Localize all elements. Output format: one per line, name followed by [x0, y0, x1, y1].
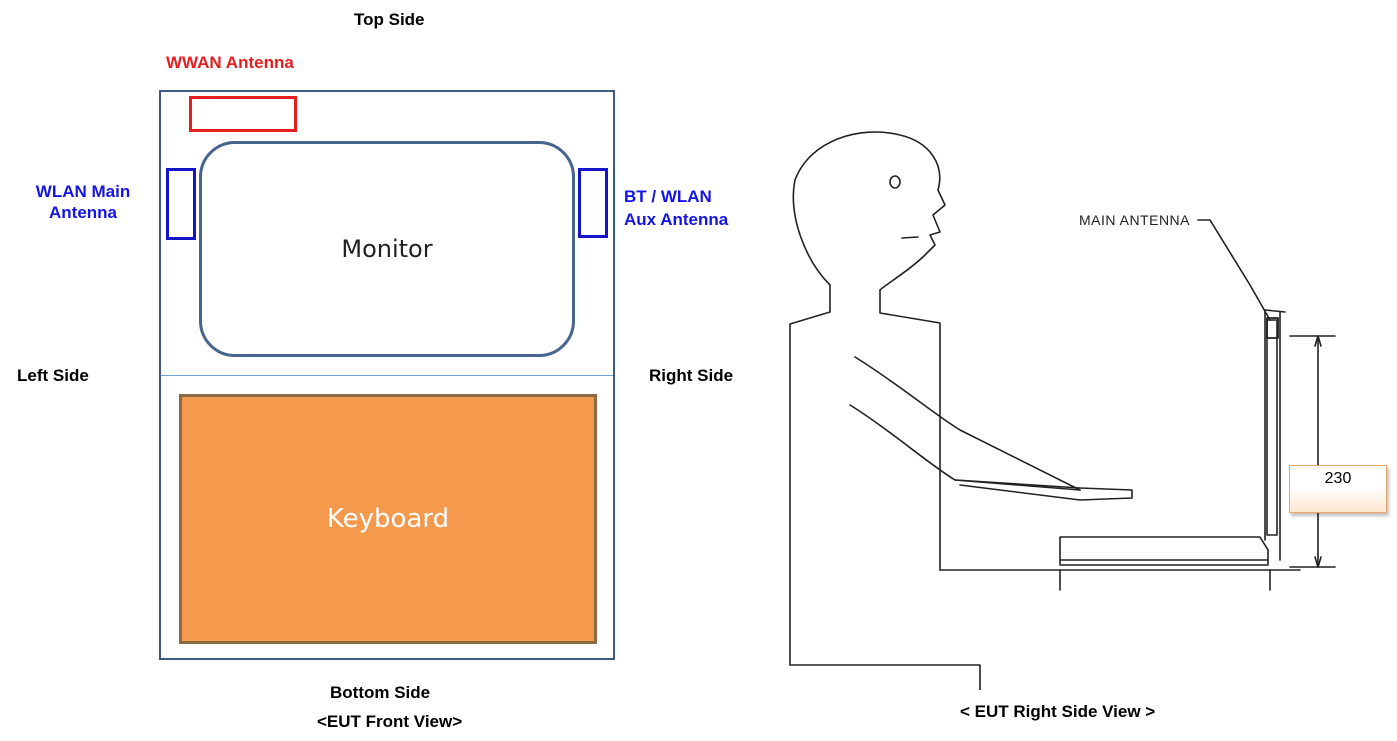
dimension-value-label: 230: [1289, 465, 1387, 513]
bt-wlan-aux-antenna-box: [578, 168, 608, 238]
person-hand: [954, 479, 1133, 501]
eut-right-side-drawing: MAIN ANTENNA: [789, 131, 1336, 690]
hinge-divider: [161, 375, 613, 376]
left-side-label: Left Side: [17, 366, 89, 385]
wwan-antenna-box: [189, 96, 297, 132]
laptop-lid-top: [1264, 309, 1286, 313]
wwan-antenna-label: WWAN Antenna: [166, 53, 294, 72]
main-antenna-leader: [1197, 219, 1271, 321]
laptop-lid-inner-frame: [1266, 319, 1278, 536]
wlan-main-label-line2: Antenna: [49, 203, 117, 222]
dimension-arrow-bottom: [1314, 556, 1322, 568]
right-side-view-caption: < EUT Right Side View >: [960, 702, 1156, 721]
person-back-line: [879, 289, 941, 571]
eut-front-frame: [159, 90, 615, 660]
front-view-caption: <EUT Front View>: [317, 712, 463, 731]
keyboard-label: Keyboard: [326, 504, 450, 534]
laptop-lid-outer: [1264, 309, 1281, 561]
bt-wlan-aux-antenna-label: BT / WLAN Aux Antenna: [624, 185, 728, 231]
monitor-label: Monitor: [341, 235, 433, 263]
keyboard-panel: Keyboard: [179, 394, 597, 644]
top-side-label: Top Side: [354, 10, 425, 29]
wlan-main-antenna-label: WLAN Main Antenna: [22, 181, 144, 223]
right-side-label: Right Side: [649, 366, 734, 385]
wlan-main-antenna-box: [166, 168, 196, 240]
wlan-main-label-line1: WLAN Main: [35, 182, 131, 201]
bt-label-line1: BT / WLAN: [624, 187, 712, 206]
bottom-side-label: Bottom Side: [330, 683, 431, 702]
dimension-arrow-top: [1314, 335, 1322, 347]
person-head-outline: [792, 131, 946, 291]
person-eye: [889, 175, 901, 189]
person-torso-outline: [789, 284, 981, 690]
monitor-panel: Monitor: [199, 141, 575, 357]
main-antenna-label: MAIN ANTENNA: [1079, 212, 1190, 228]
person-upper-arm: [854, 356, 1081, 491]
person-lower-arm: [849, 404, 1081, 491]
bt-label-line2: Aux Antenna: [624, 210, 729, 229]
person-mouth: [901, 236, 919, 239]
main-antenna-block: [1266, 317, 1279, 339]
